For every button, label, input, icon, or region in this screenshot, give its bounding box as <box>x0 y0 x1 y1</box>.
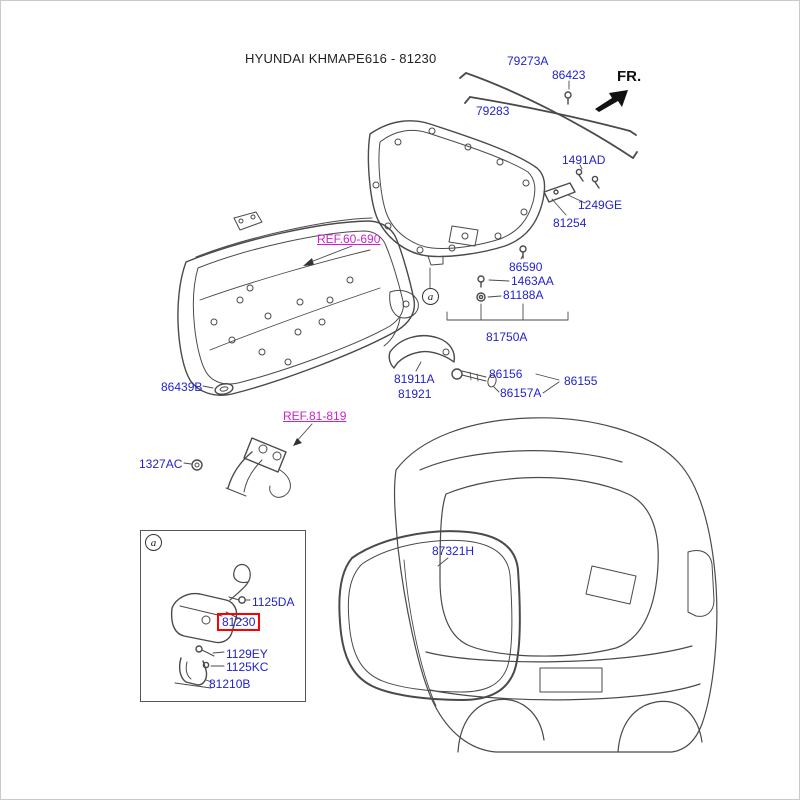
part-label-81210B[interactable]: 81210B <box>209 677 251 691</box>
pad-86439B-art <box>202 383 234 395</box>
bracket-81254-art <box>543 182 586 216</box>
hinge-81911A-art <box>388 334 456 372</box>
part-label-81188A[interactable]: 81188A <box>503 288 544 302</box>
part-label-79283[interactable]: 79283 <box>476 104 510 118</box>
part-label-1125KC[interactable]: 1125KC <box>226 660 269 674</box>
part-label-86156[interactable]: 86156 <box>489 367 523 381</box>
hinge-mount-art <box>225 423 313 498</box>
lock-actuator-art <box>170 563 251 689</box>
part-label-81921[interactable]: 81921 <box>398 387 432 401</box>
part-label-81230[interactable]: 81230 <box>222 615 256 629</box>
part-label-1249GE[interactable]: 1249GE <box>578 198 623 212</box>
callout-a-inset: a <box>145 534 162 551</box>
part-label-86439B[interactable]: 86439B <box>161 380 203 394</box>
part-label-81254[interactable]: 81254 <box>553 216 587 230</box>
fr-direction-label: FR. <box>617 68 642 85</box>
ref-60-690-leader <box>303 245 353 266</box>
part-label-87321H[interactable]: 87321H <box>432 544 475 558</box>
torsion-bars-art <box>459 72 638 159</box>
callout-a-main: a <box>422 288 439 305</box>
screws-1491AD-art <box>575 164 600 189</box>
part-label-1327AC[interactable]: 1327AC <box>139 457 183 471</box>
part-label-79273A[interactable]: 79273A <box>507 54 549 68</box>
part-label-86590[interactable]: 86590 <box>509 260 543 274</box>
ref-label-81-819[interactable]: REF.81-819 <box>283 409 347 423</box>
trunk-lid-inner-panel-art <box>367 120 546 289</box>
panel-fasteners-art <box>446 245 569 321</box>
car-rear-body-art <box>393 417 718 753</box>
part-label-1463AA[interactable]: 1463AA <box>511 274 554 288</box>
part-label-81911A[interactable]: 81911A <box>394 372 435 386</box>
ref-label-60-690[interactable]: REF.60-690 <box>317 232 381 246</box>
clip-86423-art <box>564 80 572 105</box>
part-label-1491AD[interactable]: 1491AD <box>562 153 606 167</box>
part-label-1125DA[interactable]: 1125DA <box>252 595 295 609</box>
trunk-lid-outer-panel-art <box>177 211 419 396</box>
fr-arrow-icon <box>595 90 628 112</box>
part-label-81750A[interactable]: 81750A <box>486 330 528 344</box>
weatherstrip-art <box>338 530 521 701</box>
part-label-86423[interactable]: 86423 <box>552 68 586 82</box>
part-label-86155[interactable]: 86155 <box>564 374 598 388</box>
part-label-1129EY[interactable]: 1129EY <box>226 647 268 661</box>
part-highlight-81230[interactable]: 81230 <box>217 613 261 631</box>
inset-detail-box <box>140 530 306 702</box>
grommet-1327AC-art <box>183 459 203 471</box>
part-label-86157A[interactable]: 86157A <box>500 386 542 400</box>
diagram-title: HYUNDAI KHMAPE616 - 81230 <box>245 51 437 66</box>
bolt-86156-art <box>451 368 560 394</box>
